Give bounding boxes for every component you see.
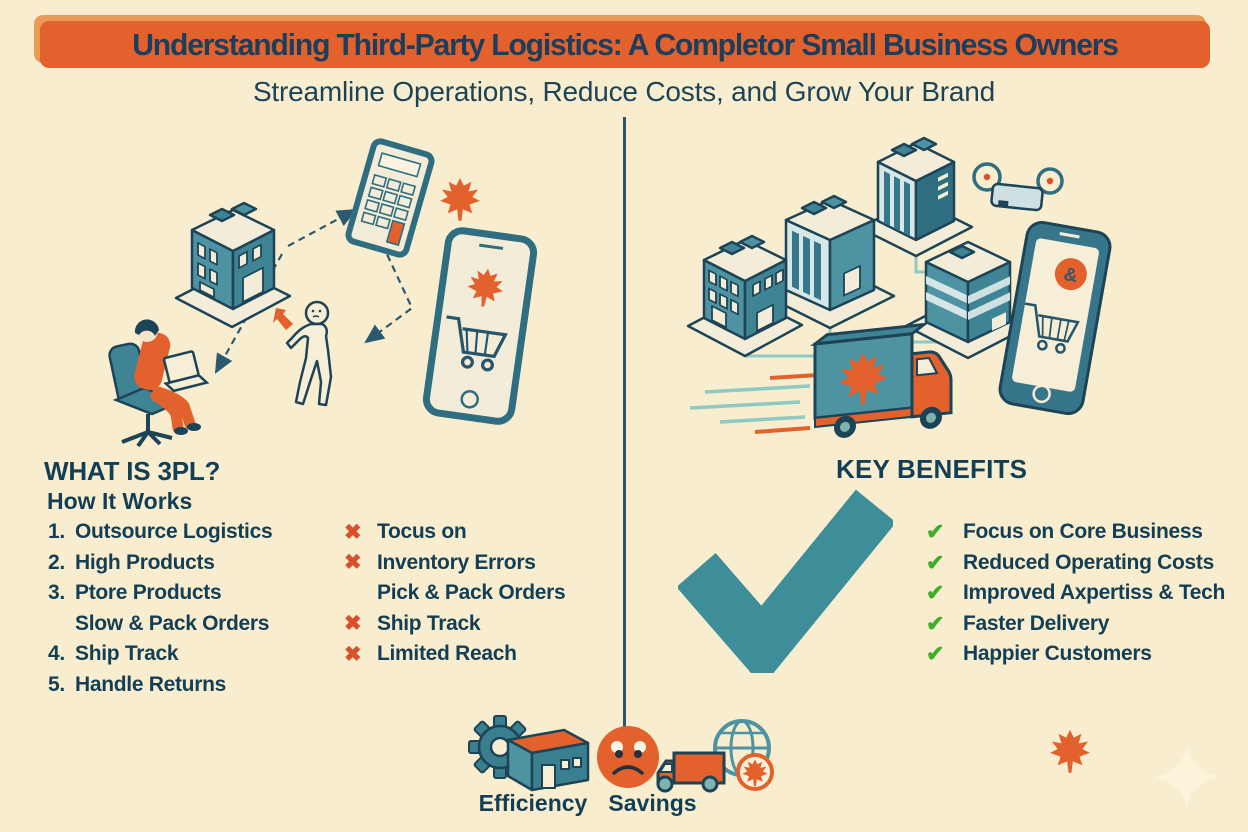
list-item: ✔Focus on Core Business	[926, 519, 1203, 545]
maple-leaf-icon	[1050, 730, 1090, 773]
savings-label: Savings	[608, 790, 697, 816]
svg-text:&: &	[1062, 264, 1079, 287]
cross-icon: ✖	[344, 642, 362, 666]
benefits-list: ✔Focus on Core Business ✔Reduced Operati…	[926, 517, 1225, 670]
list-item: Slow & Pack Orders	[75, 611, 270, 635]
key-benefits-heading: KEY BENEFITS	[836, 454, 1028, 484]
title-banner: Understanding Third-Party Logistics: A C…	[40, 21, 1210, 68]
cross-icon: ✖	[344, 520, 362, 544]
drawbacks-list: ✖Tocus on ✖Inventory Errors Pick & Pack …	[344, 517, 566, 670]
maple-badge-icon	[736, 753, 774, 791]
drone-icon	[972, 162, 1064, 212]
before-3pl-illustration	[108, 138, 538, 448]
smartphone-icon: &	[998, 220, 1112, 416]
check-icon: ✔	[926, 549, 945, 575]
list-item: Pick & Pack Orders	[377, 581, 566, 605]
list-item: 2.High Products	[48, 550, 215, 574]
office-worker-icon	[108, 319, 210, 448]
shopping-cart-icon	[446, 315, 508, 372]
warehouse-building-icon	[858, 136, 974, 258]
efficiency-label: Efficiency	[478, 790, 588, 816]
big-checkmark-icon	[678, 489, 893, 673]
sparkle-icon	[1154, 744, 1220, 810]
gear-icon	[468, 715, 532, 779]
3pl-network-illustration: &	[686, 136, 1112, 438]
sad-face-icon	[597, 726, 659, 788]
smartphone-icon	[422, 227, 538, 425]
efficiency-icon	[468, 715, 590, 792]
what-is-3pl-heading: WHAT IS 3PL?	[44, 456, 221, 486]
list-item: ✖Inventory Errors	[344, 550, 536, 575]
warehouse-building-icon	[904, 240, 1032, 360]
page-title: Understanding Third-Party Logistics: A C…	[132, 26, 1119, 62]
customer-figure-icon	[285, 300, 333, 407]
list-item: ✖Tocus on	[344, 520, 467, 544]
cross-icon: ✖	[344, 551, 362, 575]
check-icon: ✔	[926, 519, 945, 545]
calculator-icon	[345, 138, 435, 258]
factory-icon	[506, 728, 590, 792]
list-item: 4.Ship Track	[48, 642, 179, 666]
maple-leaf-icon	[440, 178, 480, 221]
laptop-icon	[162, 350, 210, 393]
vertical-divider	[623, 117, 626, 728]
list-item: ✔Faster Delivery	[926, 610, 1110, 636]
list-item: 5.Handle Returns	[48, 672, 226, 696]
list-item: 3.Ptore Products	[48, 581, 222, 605]
list-item: 1.Outsource Logistics	[48, 520, 273, 544]
how-it-works-heading: How It Works	[47, 488, 193, 514]
list-item: ✔Improved Axpertiss & Tech	[926, 580, 1226, 606]
page-subtitle: Streamline Operations, Reduce Costs, and…	[252, 76, 996, 107]
building-icon	[174, 201, 292, 329]
list-item: ✖Limited Reach	[344, 642, 517, 666]
global-shipping-icon	[656, 719, 774, 793]
how-it-works-list: 1.Outsource Logistics 2.High Products 3.…	[48, 517, 273, 700]
dashed-arrow	[214, 208, 414, 374]
price-badge-icon	[1054, 258, 1087, 291]
shopping-cart-icon	[1024, 302, 1080, 354]
list-item: ✔Happier Customers	[926, 641, 1152, 667]
check-icon: ✔	[926, 641, 945, 667]
small-truck-icon	[656, 751, 726, 793]
warehouse-building-icon	[764, 194, 896, 330]
list-item: ✖Ship Track	[344, 611, 481, 636]
list-item: ✔Reduced Operating Costs	[926, 549, 1214, 575]
down-arrow-icon	[273, 308, 293, 330]
cross-icon: ✖	[344, 612, 362, 636]
check-icon: ✔	[926, 580, 945, 606]
check-icon: ✔	[926, 610, 945, 636]
delivery-truck-icon	[810, 322, 953, 438]
warehouse-building-icon	[686, 234, 804, 358]
